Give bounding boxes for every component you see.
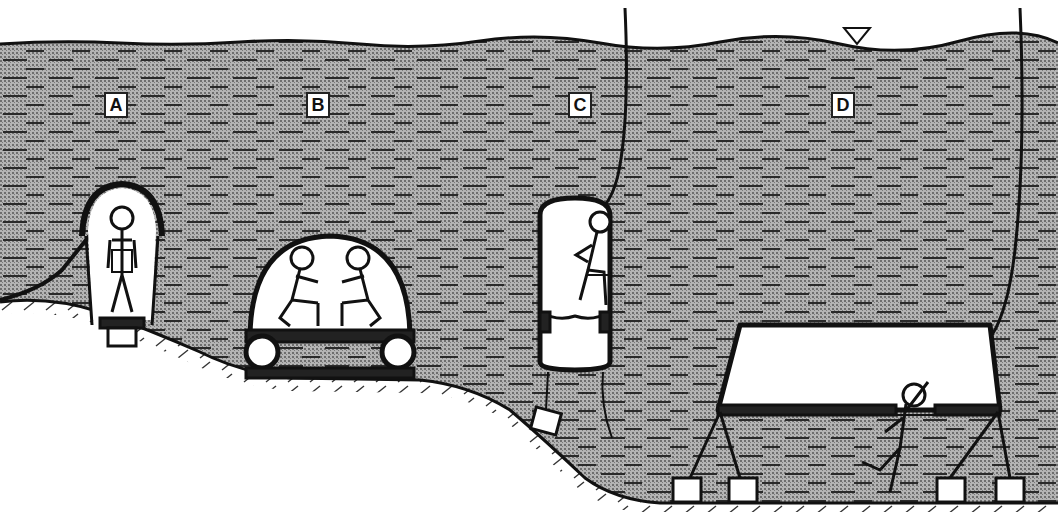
habitat-b-part — [291, 247, 313, 269]
habitat-a — [0, 184, 162, 346]
habitat-c-part — [576, 232, 606, 305]
habitat-b — [246, 236, 414, 378]
habitat-a-part — [108, 229, 136, 312]
habitat-c — [531, 8, 627, 438]
habitat-d-part — [896, 414, 935, 416]
habitat-c-part — [600, 312, 610, 332]
habitat-c-part — [600, 8, 626, 210]
habitat-d-part — [729, 478, 757, 502]
water — [0, 33, 1058, 512]
habitat-d-part — [996, 478, 1024, 502]
seabed-part — [0, 300, 1058, 512]
habitat-letter-box: A — [104, 92, 128, 118]
habitat-letter: D — [837, 96, 850, 114]
habitat-c-part — [590, 212, 610, 232]
habitat-c-part — [531, 407, 562, 435]
water-part — [0, 33, 1058, 512]
water-level-symbol — [844, 28, 870, 44]
habitat-b-part — [342, 269, 380, 326]
habitat-a-part — [111, 207, 133, 229]
habitat-d-part — [937, 478, 965, 502]
habitat-b-part — [246, 336, 278, 368]
seabed — [0, 300, 1058, 512]
habitat-a-part — [108, 328, 136, 346]
habitat-letter: C — [574, 96, 587, 114]
habitat-d-part — [862, 382, 928, 492]
water-part — [0, 33, 1058, 512]
habitat-letter: A — [110, 96, 123, 114]
habitat-b-part — [250, 236, 410, 335]
habitat-d-part — [935, 405, 1000, 415]
habitat-d-part — [690, 412, 1010, 478]
habitat-d-part — [718, 325, 1000, 410]
water-level-symbol-part — [844, 28, 870, 44]
habitat-d-part — [718, 405, 896, 415]
habitat-b-part — [246, 368, 414, 378]
habitat-a-part — [88, 188, 156, 320]
water-part — [0, 33, 1058, 50]
habitat-letter-box: B — [306, 92, 330, 118]
habitat-letter-box: C — [568, 92, 592, 118]
habitat-b-part — [347, 247, 369, 269]
habitat-letter: B — [312, 96, 325, 114]
seabed-part — [0, 300, 1058, 503]
habitat-a-part — [82, 184, 162, 236]
habitat-b-part — [280, 269, 318, 326]
habitat-a-part — [112, 250, 132, 272]
habitat-b-part — [382, 336, 414, 368]
habitat-c-part — [540, 312, 550, 332]
habitat-d — [673, 8, 1024, 502]
habitat-c-part — [540, 198, 610, 370]
habitat-a-part — [0, 235, 90, 300]
habitat-d-part — [673, 478, 701, 502]
habitat-c-part — [588, 275, 610, 306]
habitat-d-part — [992, 8, 1022, 335]
seabed-part — [0, 300, 1058, 512]
habitat-letter-box: D — [831, 92, 855, 118]
